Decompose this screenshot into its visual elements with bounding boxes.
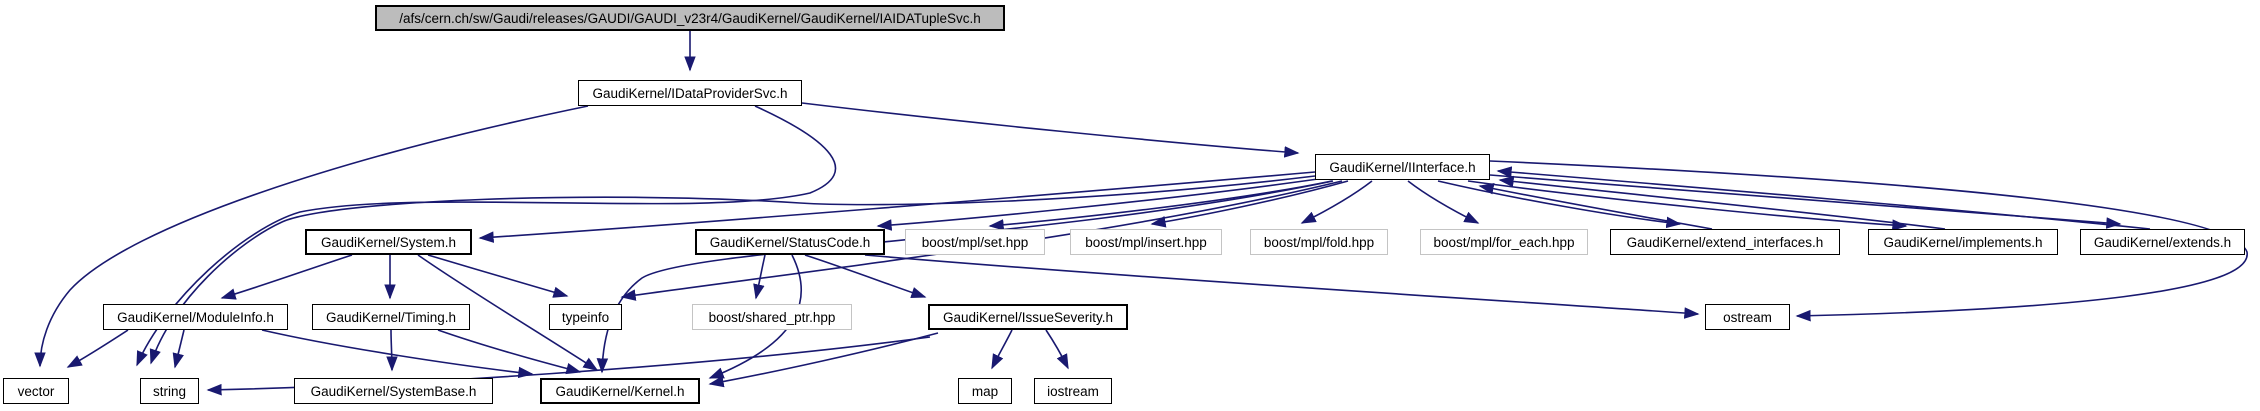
edge-idataprovidersvc-to-iinterface xyxy=(801,102,1300,158)
node-timing[interactable]: GaudiKernel/Timing.h xyxy=(312,304,470,330)
edge-moduleinfo-to-string xyxy=(172,329,185,369)
node-idataprovidersvc[interactable]: GaudiKernel/IDataProviderSvc.h xyxy=(578,80,802,106)
edge-idataprovidersvc-to-string xyxy=(136,105,837,367)
edge-timing-to-systembase xyxy=(386,329,398,372)
edge-issueseverity-to-string xyxy=(206,336,931,396)
edge-extends-to-iinterface xyxy=(1496,166,2151,230)
node-statuscode[interactable]: GaudiKernel/StatusCode.h xyxy=(695,229,885,255)
node-implements[interactable]: GaudiKernel/implements.h xyxy=(1868,229,2058,255)
node-extends[interactable]: GaudiKernel/extends.h xyxy=(2080,229,2245,255)
edge-iinterface-to-string xyxy=(149,175,1316,365)
node-ostream[interactable]: ostream xyxy=(1705,304,1790,330)
node-boost-mpl-insert: boost/mpl/insert.hpp xyxy=(1070,229,1222,255)
edge-system-to-typeinfo xyxy=(427,254,569,298)
node-boost-shared-ptr: boost/shared_ptr.hpp xyxy=(692,304,852,330)
edge-system-to-kernel xyxy=(417,254,599,371)
node-extend-interfaces[interactable]: GaudiKernel/extend_interfaces.h xyxy=(1610,229,1840,255)
edge-statuscode-to-shared-ptr xyxy=(753,254,766,300)
node-boost-mpl-fold: boost/mpl/fold.hpp xyxy=(1250,229,1388,255)
edge-issueseverity-to-iostream xyxy=(1045,329,1069,370)
node-system[interactable]: GaudiKernel/System.h xyxy=(305,229,472,255)
edge-iinterface-to-mpl-insert xyxy=(1150,180,1349,228)
node-map[interactable]: map xyxy=(958,378,1012,404)
node-moduleinfo[interactable]: GaudiKernel/ModuleInfo.h xyxy=(103,304,288,330)
node-boost-mpl-set: boost/mpl/set.hpp xyxy=(905,229,1045,255)
edge-iinterface-to-system xyxy=(478,171,1316,243)
edge-statuscode-to-issueseverity xyxy=(804,254,927,299)
node-string[interactable]: string xyxy=(140,378,199,404)
edge-iinterface-to-extend-interfaces xyxy=(1437,180,1682,229)
edge-system-to-moduleinfo xyxy=(220,254,353,300)
edge-timing-to-kernel xyxy=(437,329,582,375)
edge-idataprovidersvc-to-vector xyxy=(34,105,589,368)
edge-moduleinfo-to-kernel xyxy=(261,329,534,379)
edge-moduleinfo-to-vector xyxy=(66,329,129,368)
edge-extend-interfaces-to-iinterface xyxy=(1478,183,1713,230)
node-issueseverity[interactable]: GaudiKernel/IssueSeverity.h xyxy=(928,304,1128,330)
node-vector[interactable]: vector xyxy=(3,378,69,404)
node-systembase[interactable]: GaudiKernel/SystemBase.h xyxy=(294,378,493,404)
edge-iinterface-to-mpl-fold xyxy=(1300,180,1373,224)
edge-iinterface-to-implements xyxy=(1467,180,1908,231)
edge-iinterface-to-statuscode xyxy=(876,178,1319,231)
node-iaidatuplesvc-root: /afs/cern.ch/sw/Gaudi/releases/GAUDI/GAU… xyxy=(375,5,1005,31)
node-boost-mpl-for-each: boost/mpl/for_each.hpp xyxy=(1420,229,1588,255)
node-iostream[interactable]: iostream xyxy=(1034,378,1112,404)
edge-iinterface-to-mpl-for-each xyxy=(1407,180,1480,224)
edge-statuscode-to-ostream xyxy=(864,254,1700,319)
edge-issueseverity-to-map xyxy=(991,329,1013,370)
edge-iinterface-to-kernel xyxy=(596,180,1334,374)
edge-issueseverity-to-kernel xyxy=(708,332,939,388)
node-typeinfo[interactable]: typeinfo xyxy=(549,304,622,330)
node-iinterface[interactable]: GaudiKernel/IInterface.h xyxy=(1315,154,1490,180)
node-kernel[interactable]: GaudiKernel/Kernel.h xyxy=(540,378,700,404)
edge-implements-to-iinterface xyxy=(1498,175,1946,230)
